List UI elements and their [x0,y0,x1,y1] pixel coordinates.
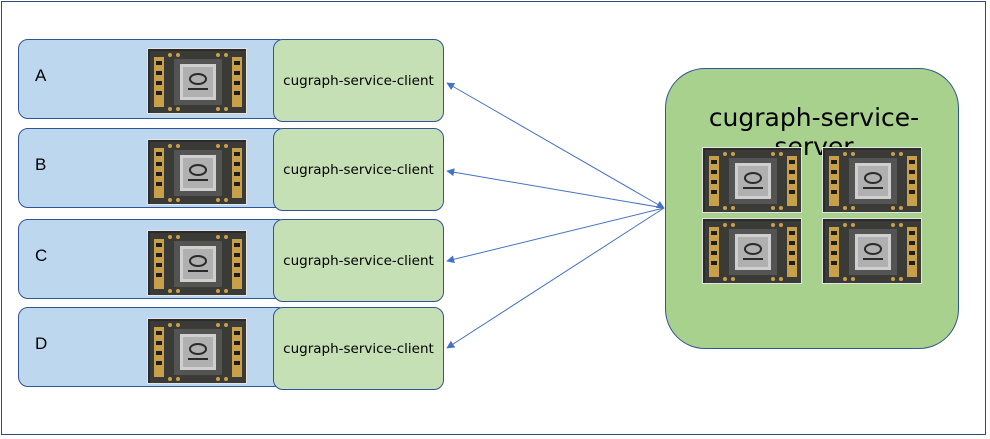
gpu-board-icon [702,218,802,284]
client-label: cugraph-service-client [283,161,434,178]
arrow-client-d [446,207,665,349]
gpu-board-icon [147,230,247,296]
gpu-board-icon [822,218,922,284]
client-box-d: cugraph-service-client [273,307,444,390]
client-box-a: cugraph-service-client [273,39,444,122]
machine-label: A [35,66,47,85]
machine-label: B [35,155,47,174]
client-label: cugraph-service-client [283,72,434,89]
gpu-board-icon [822,147,922,213]
arrow-client-a [446,82,665,209]
arrow-client-c [446,207,665,264]
machine-label: D [35,334,48,353]
gpu-board-icon [702,147,802,213]
client-label: cugraph-service-client [283,340,434,357]
client-label: cugraph-service-client [283,252,434,269]
gpu-board-icon [147,318,247,384]
client-box-b: cugraph-service-client [273,128,444,211]
arrow-client-b [446,168,665,209]
machine-label: C [35,246,48,265]
gpu-board-icon [147,139,247,205]
gpu-board-icon [147,48,247,114]
client-box-c: cugraph-service-client [273,219,444,302]
